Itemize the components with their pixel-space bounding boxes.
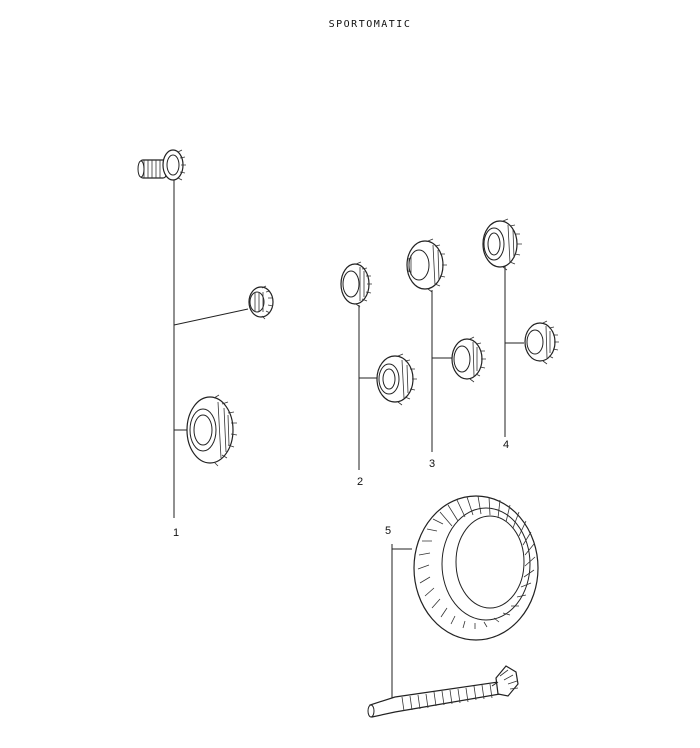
gear-2-lower xyxy=(376,353,417,406)
small-gear-1 xyxy=(248,285,274,320)
gear-set-2: 2 xyxy=(340,261,417,488)
gear-set-1: 1 xyxy=(137,149,274,539)
callout-label-1: 1 xyxy=(173,527,179,539)
gear-set-4: 4 xyxy=(482,218,559,451)
callout-label-2: 2 xyxy=(357,476,363,488)
gear-4-lower xyxy=(524,320,559,365)
input-shaft-gear xyxy=(137,149,186,181)
callout-label-5: 5 xyxy=(385,525,391,537)
ring-and-pinion-set: 5 xyxy=(367,495,539,718)
gear-4-upper xyxy=(482,218,522,271)
gear-3-lower xyxy=(451,336,486,383)
pinion-shaft xyxy=(367,665,519,718)
large-gear-1 xyxy=(186,394,238,467)
callout-label-3: 3 xyxy=(429,458,435,470)
ring-gear xyxy=(413,495,539,641)
leader-branch-1a xyxy=(173,308,249,326)
gear-2-upper xyxy=(340,261,372,308)
gear-set-3: 3 xyxy=(406,238,486,470)
gear-3-upper xyxy=(406,238,447,293)
diagram-title: SPORTOMATIC xyxy=(329,19,412,30)
callout-label-4: 4 xyxy=(503,439,509,451)
